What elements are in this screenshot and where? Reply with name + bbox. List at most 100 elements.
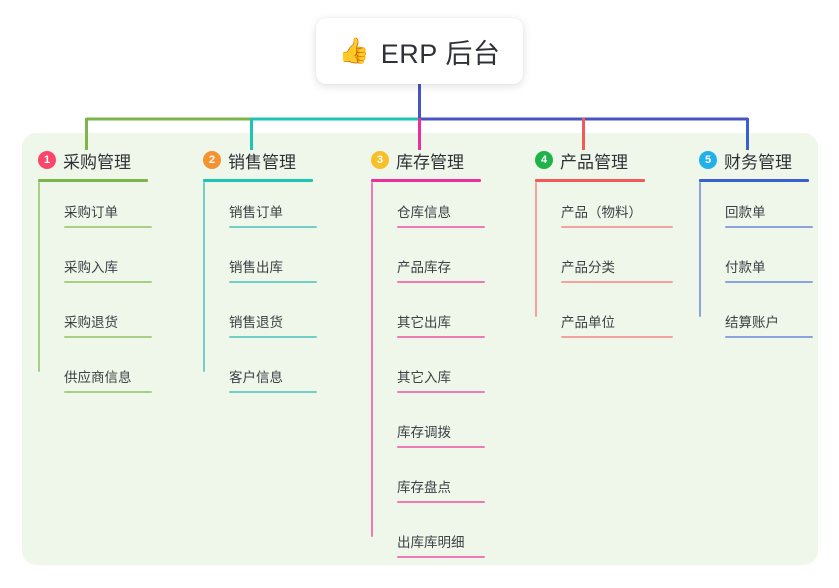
leaf-item-label: 采购订单 — [64, 205, 118, 220]
leaf-item-underline — [229, 281, 317, 283]
background-panel — [22, 133, 818, 565]
root-node-title: ERP 后台 — [380, 38, 501, 69]
leaf-item[interactable]: 采购退货 — [38, 314, 152, 338]
branch-header-3[interactable]: 3 库存管理 — [371, 148, 521, 172]
branch-title-4: 产品管理 — [560, 152, 628, 172]
branch-header-1[interactable]: 1 采购管理 — [38, 148, 188, 172]
leaf-item-underline — [229, 226, 317, 228]
branch-underline-3 — [371, 179, 481, 182]
leaf-item[interactable]: 回款单 — [699, 204, 813, 228]
leaf-item-label: 采购退货 — [64, 315, 118, 330]
leaf-item-underline — [397, 391, 485, 393]
leaf-item[interactable]: 库存盘点 — [371, 479, 485, 503]
branch-column-4: 4 产品管理 产品（物料） 产品分类产品单位 — [535, 148, 690, 347]
branch-title-5: 财务管理 — [724, 152, 792, 172]
branch-column-5: 5 财务管理 回款单付款单结算账户 — [699, 148, 839, 347]
leaf-list-2: 销售订单销售出库销售退货客户信息 — [203, 182, 353, 402]
leaf-item-underline — [561, 336, 673, 338]
leaf-item-underline — [725, 281, 813, 283]
leaf-item-underline — [229, 391, 317, 393]
leaf-item[interactable]: 结算账户 — [699, 314, 813, 338]
branch-header-4[interactable]: 4 产品管理 — [535, 148, 690, 172]
leaf-item-underline — [561, 226, 673, 228]
leaf-item[interactable]: 供应商信息 — [38, 369, 152, 393]
leaf-item-label: 仓库信息 — [397, 205, 451, 220]
branch-title-2: 销售管理 — [228, 152, 296, 172]
branch-title-1: 采购管理 — [63, 152, 131, 172]
branch-header-2[interactable]: 2 销售管理 — [203, 148, 353, 172]
leaf-list-4: 产品（物料） 产品分类产品单位 — [535, 182, 690, 347]
leaf-list-3: 仓库信息产品库存其它出库其它入库库存调拨库存盘点出库库明细 — [371, 182, 521, 567]
leaf-item-underline — [64, 391, 152, 393]
leaf-item-label: 销售退货 — [229, 315, 283, 330]
leaf-item[interactable]: 销售出库 — [203, 259, 317, 283]
leaf-spine-5 — [699, 182, 701, 317]
leaf-spine-2 — [203, 182, 205, 372]
thumbs-up-icon: 👍 — [338, 36, 370, 65]
leaf-item-label: 客户信息 — [229, 370, 283, 385]
branch-column-2: 2 销售管理 销售订单销售出库销售退货客户信息 — [203, 148, 353, 402]
branch-badge-2: 2 — [203, 151, 221, 169]
leaf-item[interactable]: 出库库明细 — [371, 534, 485, 558]
leaf-item-label: 回款单 — [725, 205, 766, 220]
leaf-item-label: 付款单 — [725, 260, 766, 275]
leaf-item-label: 采购入库 — [64, 260, 118, 275]
leaf-item-label: 产品（物料） — [561, 205, 642, 220]
leaf-item-underline — [725, 226, 813, 228]
leaf-item[interactable]: 付款单 — [699, 259, 813, 283]
leaf-item-label: 结算账户 — [725, 315, 779, 330]
leaf-item[interactable]: 其它入库 — [371, 369, 485, 393]
leaf-item-label: 产品库存 — [397, 260, 451, 275]
leaf-item-label: 库存调拨 — [397, 425, 451, 440]
leaf-item[interactable]: 采购入库 — [38, 259, 152, 283]
root-node[interactable]: 👍 ERP 后台 — [316, 18, 523, 84]
leaf-item-label: 其它入库 — [397, 370, 451, 385]
leaf-item-underline — [64, 226, 152, 228]
leaf-item-label: 库存盘点 — [397, 480, 451, 495]
leaf-item[interactable]: 仓库信息 — [371, 204, 485, 228]
leaf-item-underline — [397, 556, 485, 558]
leaf-item-underline — [397, 446, 485, 448]
branch-underline-5 — [699, 179, 809, 182]
leaf-item[interactable]: 采购订单 — [38, 204, 152, 228]
leaf-item[interactable]: 产品（物料） — [535, 204, 673, 228]
leaf-spine-4 — [535, 182, 537, 317]
branch-badge-5: 5 — [699, 151, 717, 169]
leaf-item[interactable]: 销售订单 — [203, 204, 317, 228]
leaf-item-label: 出库库明细 — [397, 535, 465, 550]
branch-underline-1 — [38, 179, 148, 182]
leaf-item[interactable]: 产品单位 — [535, 314, 673, 338]
leaf-item[interactable]: 产品库存 — [371, 259, 485, 283]
leaf-item-underline — [64, 281, 152, 283]
leaf-item-label: 销售出库 — [229, 260, 283, 275]
leaf-item-label: 产品单位 — [561, 315, 615, 330]
branch-underline-4 — [535, 179, 645, 182]
branch-column-3: 3 库存管理 仓库信息产品库存其它出库其它入库库存调拨库存盘点出库库明细 — [371, 148, 521, 567]
leaf-list-1: 采购订单采购入库采购退货供应商信息 — [38, 182, 188, 402]
leaf-item[interactable]: 销售退货 — [203, 314, 317, 338]
branch-header-5[interactable]: 5 财务管理 — [699, 148, 839, 172]
branch-badge-4: 4 — [535, 151, 553, 169]
leaf-item-underline — [397, 226, 485, 228]
leaf-item-label: 产品分类 — [561, 260, 615, 275]
leaf-item-underline — [397, 281, 485, 283]
leaf-item-underline — [725, 336, 813, 338]
leaf-item[interactable]: 客户信息 — [203, 369, 317, 393]
branch-underline-2 — [203, 179, 313, 182]
leaf-item-underline — [561, 281, 673, 283]
branch-title-3: 库存管理 — [396, 152, 464, 172]
branch-badge-3: 3 — [371, 151, 389, 169]
leaf-item[interactable]: 其它出库 — [371, 314, 485, 338]
leaf-spine-3 — [371, 182, 373, 537]
root-node-content: 👍 ERP 后台 — [339, 32, 501, 71]
leaf-item[interactable]: 库存调拨 — [371, 424, 485, 448]
leaf-item-underline — [397, 336, 485, 338]
leaf-item-underline — [229, 336, 317, 338]
leaf-item-label: 其它出库 — [397, 315, 451, 330]
branch-badge-1: 1 — [38, 151, 56, 169]
leaf-item[interactable]: 产品分类 — [535, 259, 673, 283]
leaf-item-label: 供应商信息 — [64, 370, 132, 385]
leaf-item-underline — [397, 501, 485, 503]
leaf-list-5: 回款单付款单结算账户 — [699, 182, 839, 347]
